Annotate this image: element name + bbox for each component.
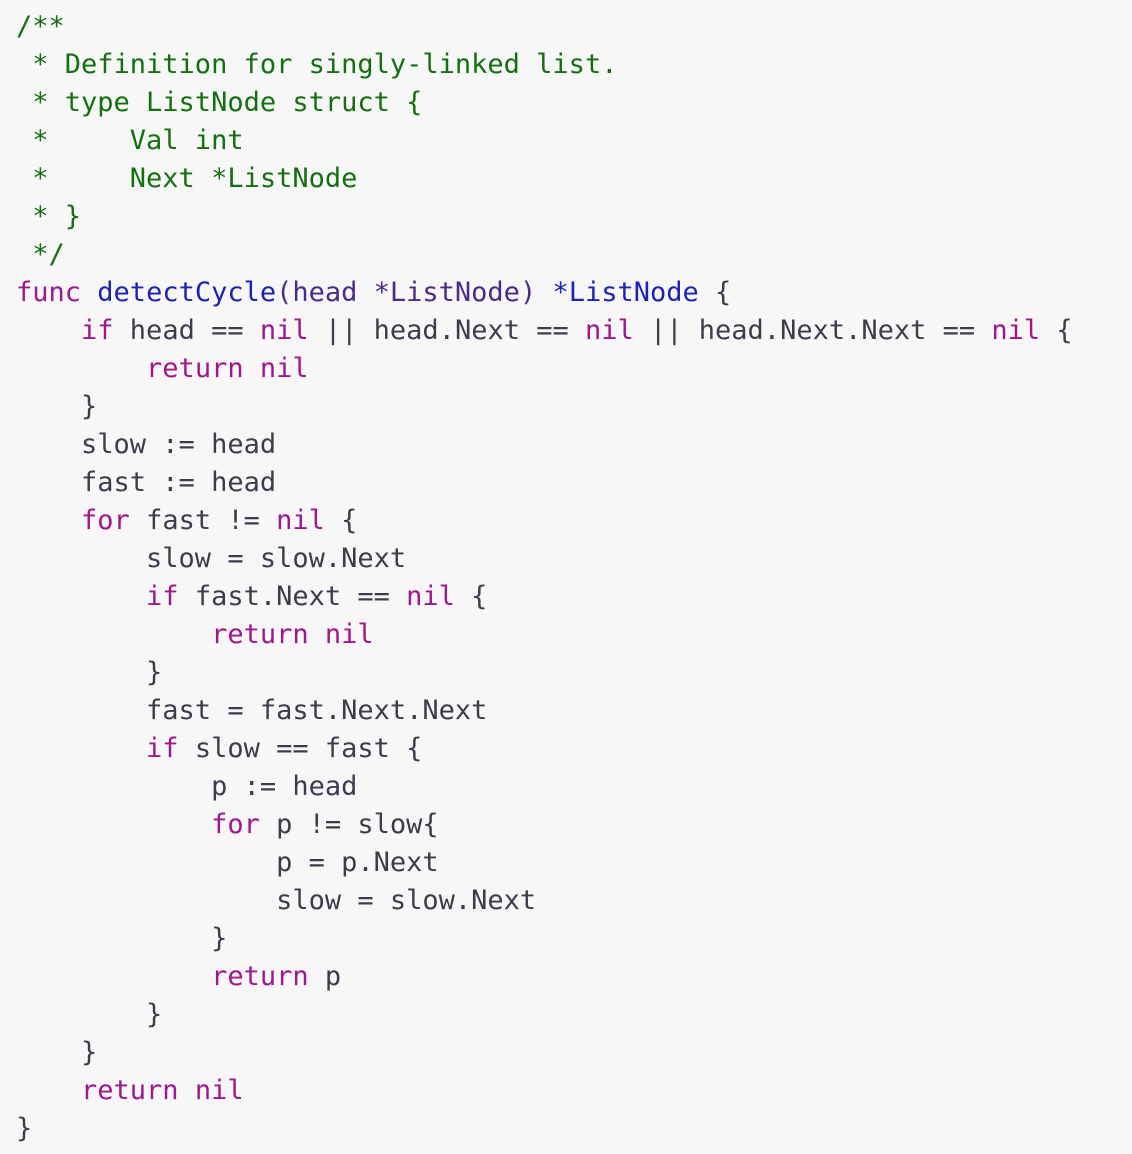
code-line: */ bbox=[16, 236, 1132, 274]
code-line: } bbox=[16, 1034, 1132, 1072]
code-token-plain: } bbox=[16, 923, 228, 954]
code-token-keyword: if bbox=[81, 315, 114, 346]
code-line: p = p.Next bbox=[16, 844, 1132, 882]
code-token-plain: { bbox=[1040, 315, 1073, 346]
code-token-keyword: func bbox=[16, 277, 82, 308]
code-line: for fast != nil { bbox=[16, 502, 1132, 540]
code-token-plain bbox=[16, 505, 81, 536]
code-token-plain bbox=[16, 581, 146, 612]
code-line: return p bbox=[16, 958, 1132, 996]
code-token-plain bbox=[16, 961, 211, 992]
code-token-plain: slow = slow.Next bbox=[16, 885, 537, 916]
code-token-keyword: if bbox=[146, 733, 179, 764]
code-token-comment: * type ListNode struct { bbox=[16, 87, 423, 118]
code-token-keyword: return bbox=[81, 1075, 179, 1106]
code-token-plain bbox=[16, 619, 211, 650]
code-token-keyword: nil bbox=[259, 315, 309, 346]
code-token-keyword: for bbox=[81, 505, 130, 536]
code-line: p := head bbox=[16, 768, 1132, 806]
code-line: if slow == fast { bbox=[16, 730, 1132, 768]
code-token-comment: * } bbox=[16, 201, 82, 232]
code-token-type: *ListNode bbox=[552, 277, 699, 308]
code-token-plain: { bbox=[698, 277, 732, 308]
code-token-plain: fast != bbox=[129, 505, 277, 536]
code-token-plain: p bbox=[308, 961, 342, 992]
code-token-plain: p != slow{ bbox=[259, 809, 439, 840]
code-token-plain: head == bbox=[113, 315, 260, 346]
code-token-keyword: nil bbox=[276, 505, 325, 536]
code-token-keyword: return bbox=[146, 353, 244, 384]
code-token-plain: || head.Next == bbox=[308, 315, 585, 346]
code-line: return nil bbox=[16, 616, 1132, 654]
code-token-plain bbox=[16, 809, 211, 840]
code-token-param: (head *ListNode) bbox=[276, 277, 537, 308]
code-line: } bbox=[16, 388, 1132, 426]
code-token-plain bbox=[309, 619, 325, 650]
code-line: return nil bbox=[16, 1072, 1132, 1110]
code-token-plain: } bbox=[16, 999, 163, 1030]
code-token-plain: { bbox=[454, 581, 488, 612]
code-token-keyword: for bbox=[211, 809, 260, 840]
code-token-plain bbox=[179, 1075, 195, 1106]
code-token-plain: slow := head bbox=[16, 429, 277, 460]
code-token-comment: * Definition for singly-linked list. bbox=[16, 49, 618, 80]
code-token-plain: p = p.Next bbox=[16, 847, 439, 878]
code-token-keyword: if bbox=[146, 581, 179, 612]
code-line: if head == nil || head.Next == nil || he… bbox=[16, 312, 1132, 350]
code-line: * Next *ListNode bbox=[16, 160, 1132, 198]
code-token-plain: { bbox=[324, 505, 358, 536]
code-line: * } bbox=[16, 198, 1132, 236]
code-token-keyword: nil bbox=[584, 315, 634, 346]
code-token-keyword: nil bbox=[324, 619, 374, 650]
code-line: return nil bbox=[16, 350, 1132, 388]
code-line: fast = fast.Next.Next bbox=[16, 692, 1132, 730]
code-token-plain bbox=[16, 1075, 81, 1106]
code-token-plain bbox=[16, 315, 81, 346]
code-token-plain: } bbox=[16, 391, 98, 422]
code-token-plain bbox=[81, 277, 97, 308]
code-line: for p != slow{ bbox=[16, 806, 1132, 844]
code-token-keyword: return bbox=[211, 619, 309, 650]
code-token-func: detectCycle bbox=[97, 277, 277, 308]
code-token-keyword: nil bbox=[259, 353, 309, 384]
code-token-plain: p := head bbox=[16, 771, 358, 802]
code-token-plain: fast := head bbox=[16, 467, 277, 498]
code-token-plain: fast.Next == bbox=[178, 581, 407, 612]
code-line: * type ListNode struct { bbox=[16, 84, 1132, 122]
code-token-plain bbox=[16, 733, 146, 764]
code-line: } bbox=[16, 1110, 1132, 1148]
code-line: } bbox=[16, 920, 1132, 958]
code-line: slow = slow.Next bbox=[16, 882, 1132, 920]
code-line: } bbox=[16, 654, 1132, 692]
code-line: fast := head bbox=[16, 464, 1132, 502]
code-token-comment: * Next *ListNode bbox=[16, 163, 358, 194]
code-token-keyword: nil bbox=[406, 581, 455, 612]
code-token-plain: slow == fast { bbox=[178, 733, 423, 764]
code-line: } bbox=[16, 996, 1132, 1034]
code-line: * Definition for singly-linked list. bbox=[16, 46, 1132, 84]
code-token-comment: /** bbox=[16, 11, 65, 42]
code-token-plain: } bbox=[16, 657, 163, 688]
code-token-keyword: nil bbox=[991, 315, 1041, 346]
code-token-plain bbox=[16, 353, 146, 384]
code-line: slow = slow.Next bbox=[16, 540, 1132, 578]
code-token-plain: || head.Next.Next == bbox=[633, 315, 992, 346]
code-token-plain bbox=[244, 353, 260, 384]
code-token-comment: * Val int bbox=[16, 125, 244, 156]
code-token-plain: } bbox=[16, 1113, 33, 1144]
code-line: func detectCycle(head *ListNode) *ListNo… bbox=[16, 274, 1132, 312]
code-line: * Val int bbox=[16, 122, 1132, 160]
code-token-plain: slow = slow.Next bbox=[16, 543, 407, 574]
code-token-comment: */ bbox=[16, 239, 65, 270]
code-token-keyword: return bbox=[211, 961, 309, 992]
code-line: slow := head bbox=[16, 426, 1132, 464]
code-line: /** bbox=[16, 8, 1132, 46]
code-token-plain: fast = fast.Next.Next bbox=[16, 695, 488, 726]
code-token-plain: } bbox=[16, 1037, 98, 1068]
code-token-keyword: nil bbox=[194, 1075, 244, 1106]
code-token-plain bbox=[536, 277, 552, 308]
code-line: if fast.Next == nil { bbox=[16, 578, 1132, 616]
